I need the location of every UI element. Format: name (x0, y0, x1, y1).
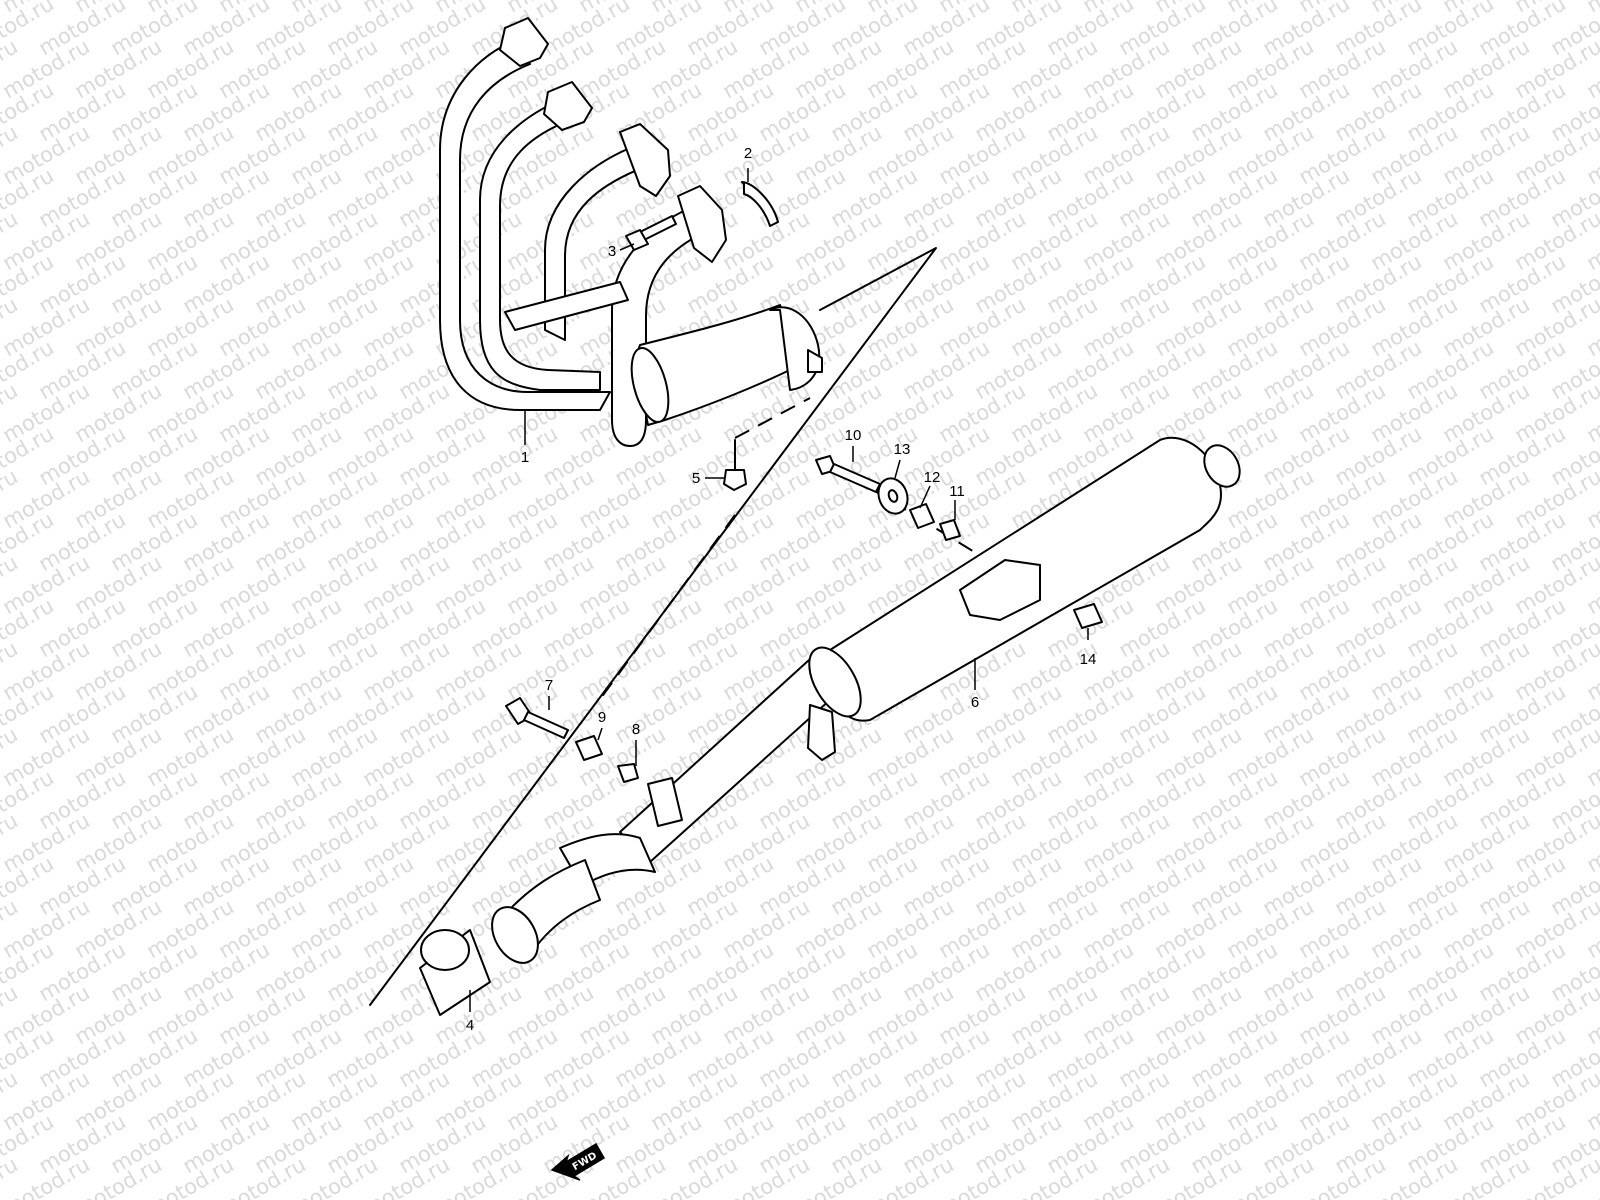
callout-11: 11 (949, 483, 965, 500)
callout-12: 12 (924, 469, 941, 486)
callout-9: 9 (598, 709, 606, 726)
callout-14: 14 (1080, 651, 1097, 668)
callout-7: 7 (545, 677, 553, 694)
callout-13: 13 (894, 441, 911, 458)
callout-2: 2 (744, 145, 752, 162)
callout-1: 1 (521, 449, 529, 466)
callout-4: 4 (466, 1017, 474, 1034)
callout-10: 10 (845, 427, 862, 444)
callout-6: 6 (971, 694, 979, 711)
callout-3: 3 (608, 243, 616, 260)
callout-8: 8 (632, 721, 640, 738)
callout-5: 5 (692, 470, 700, 487)
